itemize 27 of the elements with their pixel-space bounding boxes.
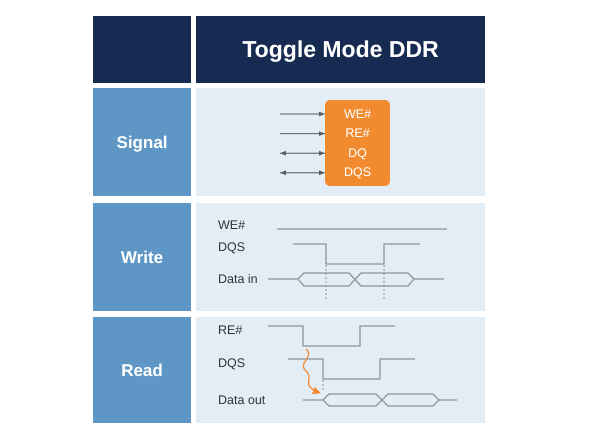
row-header [93,317,191,423]
signal-label: DQS [218,356,246,369]
signal-chip [325,100,390,186]
signal-panel [196,88,485,196]
timing-panel [196,203,485,311]
row-label: Write [120,248,164,266]
timing-panel [196,317,485,423]
column-heading: Toggle Mode DDR [242,38,439,61]
row-header [93,203,191,311]
pin-name: RE# [345,127,370,140]
pin-name: WE# [344,108,372,120]
pin-name: DQS [344,166,372,179]
signal-label: DQS [218,240,246,253]
arrow [280,112,326,116]
double-arrow [280,150,326,156]
header-corner [93,16,191,83]
signal-label: WE# [218,218,246,231]
row-header [93,88,191,196]
signal-label: RE# [218,324,242,336]
pin-name: DQ [348,146,367,160]
signal-label: Data in [218,272,258,285]
arrow [280,131,326,136]
header-bar [196,16,485,83]
row-label: Signal [116,134,168,150]
double-arrow [280,170,326,176]
row-label: Read [121,362,163,378]
signal-label: Data out [218,394,266,406]
